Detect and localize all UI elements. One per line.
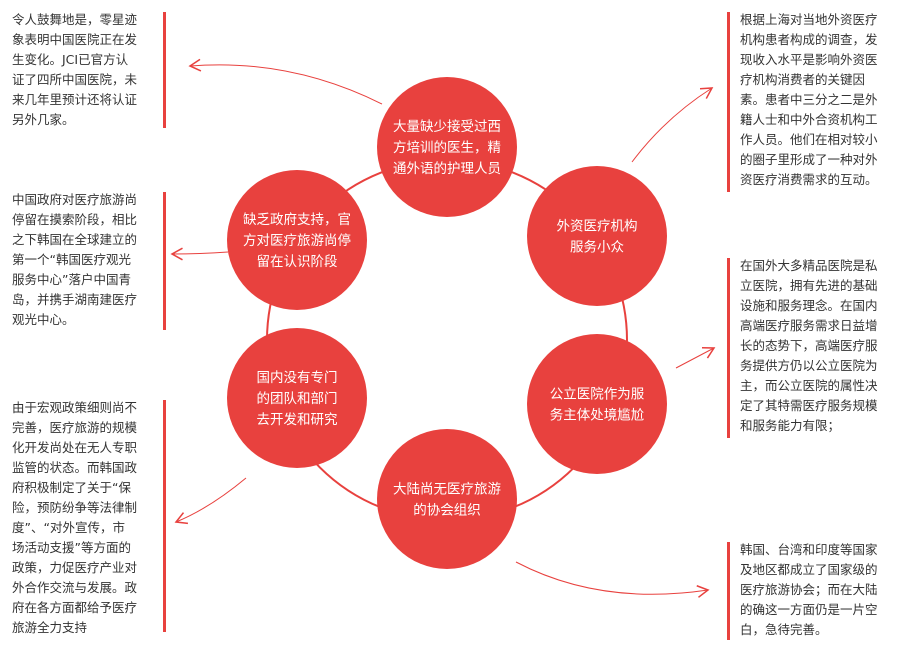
note-left-middle-bar [163,192,166,330]
arrow-to-note-left-middle [170,247,229,261]
arrow-to-note-left-top [188,58,383,105]
node-label-line: 去开发和研究 [257,412,338,428]
note-left-top-bar [163,12,166,128]
note-right-top: 根据上海对当地外资医疗 机构患者构成的调查，发 现收入水平是影响外资医 疗机构消… [740,12,878,187]
arrow-to-note-right-top [631,87,714,163]
node-label-line: 国内没有专门 [257,370,338,386]
node-circle-lower-left [227,328,367,468]
node-label-line: 缺乏政府支持，官 [243,212,351,228]
node-label-line: 大陆尚无医疗旅游 [393,482,501,498]
node-label-line: 留在认识阶段 [257,254,338,270]
note-left-top: 令人鼓舞地是，零星迹 象表明中国医院正在发 生变化。JCI已官方认 证了四所中国… [12,12,138,127]
nodes-group: 大量缺少接受过西方培训的医生，精通外语的护理人员外资医疗机构服务小众公立医院作为… [227,77,667,569]
node-label-line: 外资医疗机构 [557,219,638,235]
note-left-bottom-bar [163,400,166,632]
note-right-bottom: 韩国、台湾和印度等国家 及地区都成立了国家级的 医疗旅游协会；而在大陆 的确这一… [740,542,878,637]
note-right-bottom-bar [727,542,730,640]
node-label-line: 的团队和部门 [257,391,338,407]
note-right-middle: 在国外大多精品医院是私 立医院，拥有先进的基础 设施和服务理念。在国内 高端医疗… [740,258,878,433]
node-circle-lower-right [527,334,667,474]
node-circle-upper-left [227,170,367,310]
node-label-line: 方对医疗旅游尚停 [243,232,351,249]
note-right-middle-bar [727,258,730,438]
node-label-line: 通外语的护理人员 [393,161,501,177]
note-right-top-bar [727,12,730,192]
node-label-line: 服务小众 [570,240,624,256]
node-label-line: 方培训的医生，精 [393,140,501,156]
arrow-to-note-right-middle [675,346,716,369]
node-circle-bottom [377,429,517,569]
arrow-to-note-right-bottom [515,561,710,598]
node-label-line: 公立医院作为服 [550,387,645,403]
note-left-bottom: 由于宏观政策细则尚不 完善，医疗旅游的规模 化开发尚处在无人专职 监管的状态。而… [12,400,138,635]
node-label-line: 务主体处境尴尬 [550,408,645,424]
node-circle-upper-right [527,166,667,306]
note-left-middle: 中国政府对医疗旅游尚 停留在摸索阶段，相比 之下韩国在全球建立的 第一个“韩国医… [12,192,138,327]
node-label-line: 的协会组织 [413,503,481,519]
node-label-line: 大量缺少接受过西 [393,118,501,135]
arrows-group [170,58,716,598]
node-circle-top [377,77,517,217]
arrow-to-note-left-bottom [174,477,247,525]
